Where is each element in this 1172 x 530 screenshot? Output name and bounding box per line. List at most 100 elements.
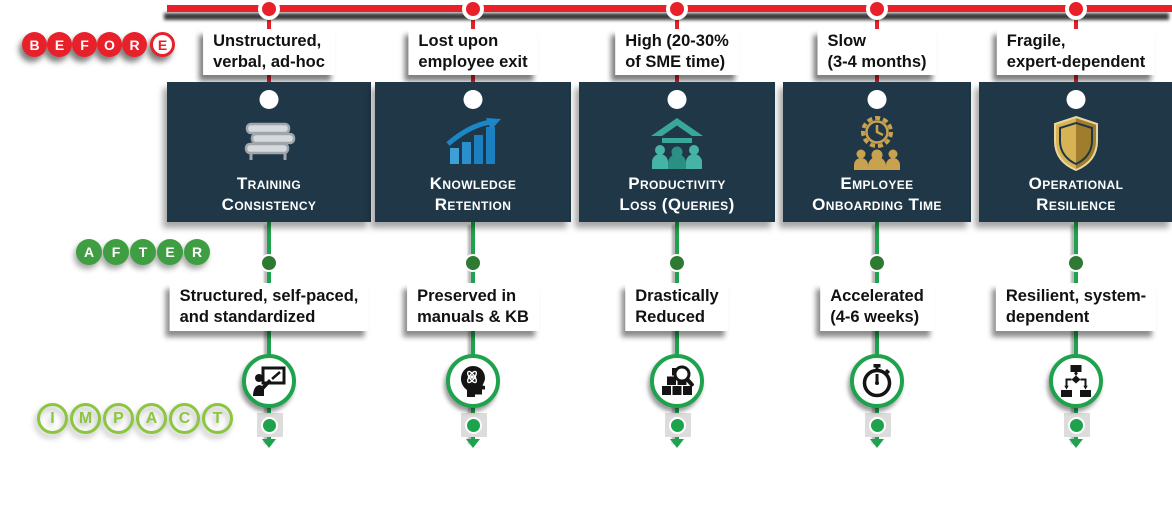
metric-card: Operational Resilience (979, 82, 1172, 222)
before-node-dot (866, 0, 888, 20)
after-node-dot (464, 254, 482, 272)
card-pin-dot (259, 90, 279, 109)
impact-node-dot (1068, 417, 1085, 434)
down-arrow-icon (466, 439, 480, 448)
impact-node-dot (869, 417, 886, 434)
card-pin-dot (867, 90, 887, 109)
before-label-box: Slow (3-4 months) (817, 29, 937, 75)
before-label: Lost upon employee exit (418, 32, 528, 71)
badge-letter: P (103, 403, 134, 434)
badge-letter: C (169, 403, 200, 434)
badge-letter: O (97, 32, 122, 57)
after-label: Structured, self-paced, and standardized (179, 287, 359, 326)
badge-letter: F (72, 32, 97, 57)
down-arrow-icon (1069, 439, 1083, 448)
before-label: High (20-30% of SME time) (625, 32, 729, 71)
badge-letter: R (184, 239, 210, 265)
badge-letter: E (150, 32, 175, 57)
after-label-box: Structured, self-paced, and standardized (169, 283, 369, 331)
books-stack-icon (239, 115, 299, 171)
badge-letter: A (136, 403, 167, 434)
before-node-dot (1065, 0, 1087, 20)
after-label-box: Drastically Reduced (625, 283, 729, 331)
down-arrow-icon (262, 439, 276, 448)
after-node-dot (668, 254, 686, 272)
impact-node-dot (669, 417, 686, 434)
after-label-box: Preserved in manuals & KB (407, 283, 539, 331)
trainer-presentation-icon (253, 366, 286, 396)
knowledge-head-icon (461, 366, 485, 397)
card-pin-dot (463, 90, 483, 109)
growth-chart-icon (444, 115, 502, 171)
impact-node-dot (465, 417, 482, 434)
before-label-box: Lost upon employee exit (408, 29, 538, 75)
metric-title: Training Consistency (221, 174, 317, 214)
impact-icon-circle (1049, 354, 1103, 408)
badge-letter: M (70, 403, 101, 434)
impact-node-dot (261, 417, 278, 434)
impact-icon-circle (850, 354, 904, 408)
metric-title: Knowledge Retention (429, 174, 517, 214)
impact-icon-circle (446, 354, 500, 408)
impact-icon-circle (242, 354, 296, 408)
impact-icon-circle (650, 354, 704, 408)
metric-title: Employee Onboarding Time (812, 174, 942, 214)
metric-title: Productivity Loss (Queries) (619, 174, 735, 214)
before-node-dot (462, 0, 484, 20)
after-label: Resilient, system- dependent (1005, 287, 1147, 326)
metric-card: Knowledge Retention (375, 82, 571, 222)
after-label-box: Accelerated (4-6 weeks) (820, 283, 934, 331)
after-node-dot (1067, 254, 1085, 272)
badge-letter: I (37, 403, 68, 434)
before-label: Fragile, expert-dependent (1006, 32, 1146, 71)
before-label-box: Unstructured, verbal, ad-hoc (203, 29, 335, 75)
metric-card: Productivity Loss (Queries) (579, 82, 775, 222)
card-pin-dot (1066, 90, 1086, 109)
onboarding-clock-icon (848, 115, 906, 171)
before-label: Unstructured, verbal, ad-hoc (213, 32, 325, 71)
after-connector-line (675, 222, 679, 441)
search-boxes-icon (662, 365, 694, 395)
stopwatch-icon (862, 364, 892, 398)
before-label: Slow (3-4 months) (827, 32, 927, 71)
after-label: Preserved in manuals & KB (417, 287, 529, 326)
after-connector-line (875, 222, 879, 441)
metric-title: Operational Resilience (1028, 174, 1124, 214)
after-connector-line (1074, 222, 1078, 441)
badge-letter: E (157, 239, 183, 265)
down-arrow-icon (870, 439, 884, 448)
badge-letter: E (47, 32, 72, 57)
flowchart-icon (1061, 365, 1091, 397)
badge-letter: T (202, 403, 233, 434)
badge-letter: A (76, 239, 102, 265)
before-label-box: Fragile, expert-dependent (996, 29, 1156, 75)
metric-card: Employee Onboarding Time (783, 82, 971, 222)
team-under-roof-icon (646, 115, 708, 171)
after-label: Drastically Reduced (635, 287, 719, 326)
before-label-box: High (20-30% of SME time) (615, 29, 739, 75)
after-node-dot (868, 254, 886, 272)
after-label: Accelerated (4-6 weeks) (830, 287, 924, 326)
before-node-dot (258, 0, 280, 20)
metric-card: Training Consistency (167, 82, 371, 222)
after-connector-line (267, 222, 271, 441)
after-label-box: Resilient, system- dependent (995, 283, 1157, 331)
down-arrow-icon (670, 439, 684, 448)
card-pin-dot (667, 90, 687, 109)
badge-letter: B (22, 32, 47, 57)
badge-letter: R (122, 32, 147, 57)
before-node-dot (666, 0, 688, 20)
after-node-dot (260, 254, 278, 272)
badge-letter: T (130, 239, 156, 265)
badge-letter: F (103, 239, 129, 265)
shield-icon (1050, 115, 1102, 171)
